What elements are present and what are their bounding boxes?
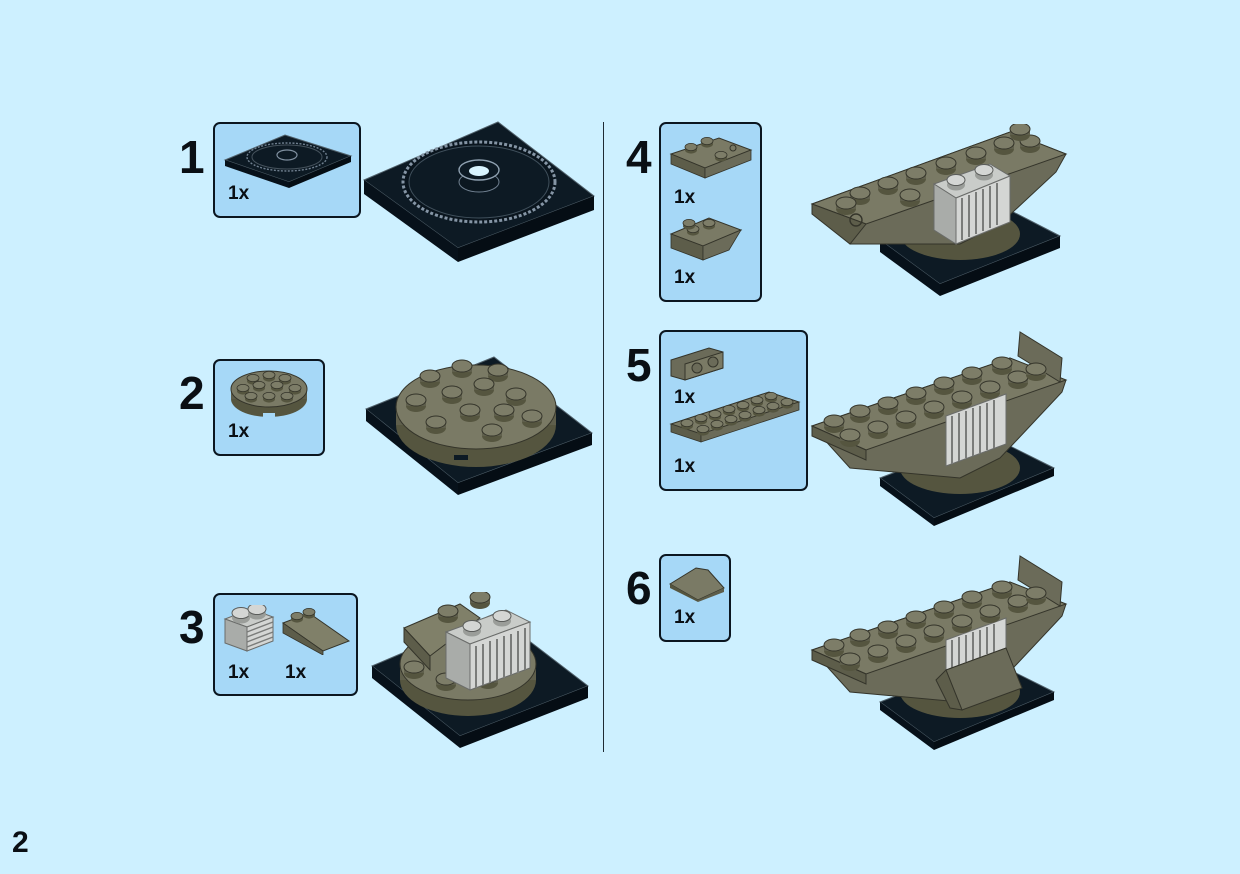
parts-callout-step-5: 1x 1x — [659, 330, 808, 491]
step-number-6: 6 — [626, 565, 652, 611]
slope-brick-part — [279, 603, 351, 655]
part-quantity: 1x — [674, 456, 695, 478]
part-quantity: 1x — [228, 662, 249, 684]
parts-callout-step-4: 1x 1x — [659, 122, 762, 302]
step-5-model — [810, 328, 1072, 528]
step-number-3: 3 — [179, 604, 205, 650]
round-plate-part — [223, 367, 319, 421]
curved-slope-part — [668, 564, 726, 602]
part-quantity: 1x — [228, 183, 249, 205]
long-plate-part — [669, 388, 801, 444]
parts-callout-step-1: 1x — [213, 122, 361, 218]
step-number-5: 5 — [626, 342, 652, 388]
step-3-model — [370, 592, 592, 752]
step-number-4: 4 — [626, 134, 652, 180]
parts-callout-step-3: 1x 1x — [213, 593, 358, 696]
parts-callout-step-6: 1x — [659, 554, 731, 642]
step-4-model — [810, 124, 1072, 299]
step-1-model — [362, 120, 602, 270]
part-quantity: 1x — [674, 607, 695, 629]
part-quantity: 1x — [674, 187, 695, 209]
part-quantity: 1x — [228, 421, 249, 443]
step-6-model — [810, 552, 1072, 752]
part-quantity: 1x — [674, 267, 695, 289]
part-quantity: 1x — [285, 662, 306, 684]
step-number-2: 2 — [179, 370, 205, 416]
bracket-plate-part — [669, 346, 729, 382]
grille-brick-part — [223, 605, 277, 655]
turntable-base-part — [223, 130, 353, 190]
parts-callout-step-2: 1x — [213, 359, 325, 456]
page-number: 2 — [12, 826, 29, 860]
wedge-plate-part — [669, 132, 755, 180]
step-number-1: 1 — [179, 134, 205, 180]
inverted-slope-part — [669, 212, 745, 264]
step-2-model — [364, 355, 596, 500]
column-divider — [603, 122, 604, 752]
